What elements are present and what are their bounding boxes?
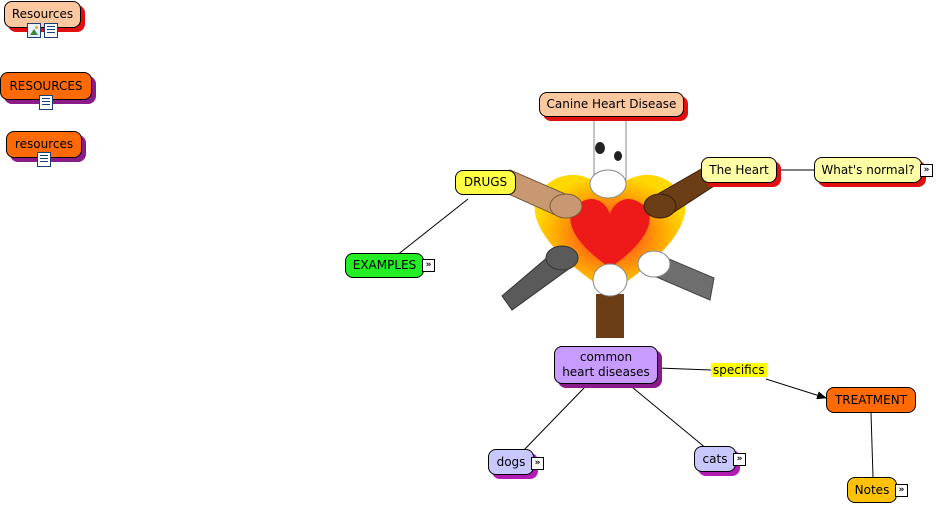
heart-paws-image <box>501 118 715 338</box>
dogs-label: dogs <box>496 454 526 469</box>
paw-lower-left <box>501 245 579 311</box>
document-icon[interactable] <box>44 23 58 38</box>
canine-heart-disease-label: Canine Heart Disease <box>546 97 677 111</box>
the-heart-label: The Heart <box>709 162 769 177</box>
notes-label: Notes <box>854 482 890 497</box>
dogs-node[interactable]: dogs <box>488 449 534 475</box>
whats-normal-label: What's normal? <box>821 162 915 177</box>
expand-arrow-icon[interactable]: » <box>531 457 544 470</box>
examples-label: EXAMPLES <box>352 258 417 272</box>
document-icon[interactable] <box>39 95 53 110</box>
resources-label: resources <box>14 137 74 151</box>
drugs-label: DRUGS <box>463 175 508 189</box>
link-specifics-treatment <box>765 378 827 400</box>
resources-label: Resources <box>11 7 74 21</box>
paw-bottom <box>592 263 628 338</box>
link-diseases-dogs <box>522 386 586 452</box>
link-diseases-specifics <box>657 367 712 371</box>
common-heart-diseases-node[interactable]: common heart diseases <box>554 346 658 384</box>
document-icon[interactable] <box>37 152 51 167</box>
image-icon[interactable] <box>27 23 41 38</box>
link-treatment-notes <box>870 412 874 478</box>
expand-arrow-icon[interactable]: » <box>920 164 933 177</box>
link-diseases-cats <box>631 386 708 450</box>
paw-upper-right <box>643 163 715 219</box>
treatment-node[interactable]: TREATMENT <box>826 387 916 413</box>
expand-arrow-icon[interactable]: » <box>422 259 435 272</box>
cats-node[interactable]: cats <box>694 446 736 472</box>
drugs-node[interactable]: DRUGS <box>455 170 516 195</box>
paw-lower-right <box>637 250 715 301</box>
resources-node-titlecase[interactable]: Resources <box>4 1 81 28</box>
whats-normal-node[interactable]: What's normal? <box>814 157 922 183</box>
expand-arrow-icon[interactable]: » <box>733 453 746 466</box>
examples-node[interactable]: EXAMPLES <box>345 253 424 278</box>
common-heart-diseases-label: common heart diseases <box>562 350 650 379</box>
the-heart-node[interactable]: The Heart <box>701 157 777 183</box>
specifics-link-label: specifics <box>711 363 767 377</box>
paw-top <box>589 118 627 199</box>
treatment-label: TREATMENT <box>834 392 908 407</box>
notes-node[interactable]: Notes <box>847 477 897 503</box>
resources-label: RESOURCES <box>9 78 83 93</box>
cats-label: cats <box>702 451 728 466</box>
canine-heart-disease-node[interactable]: Canine Heart Disease <box>539 92 684 117</box>
link-drugs-examples <box>395 198 469 257</box>
expand-arrow-icon[interactable]: » <box>895 484 908 497</box>
